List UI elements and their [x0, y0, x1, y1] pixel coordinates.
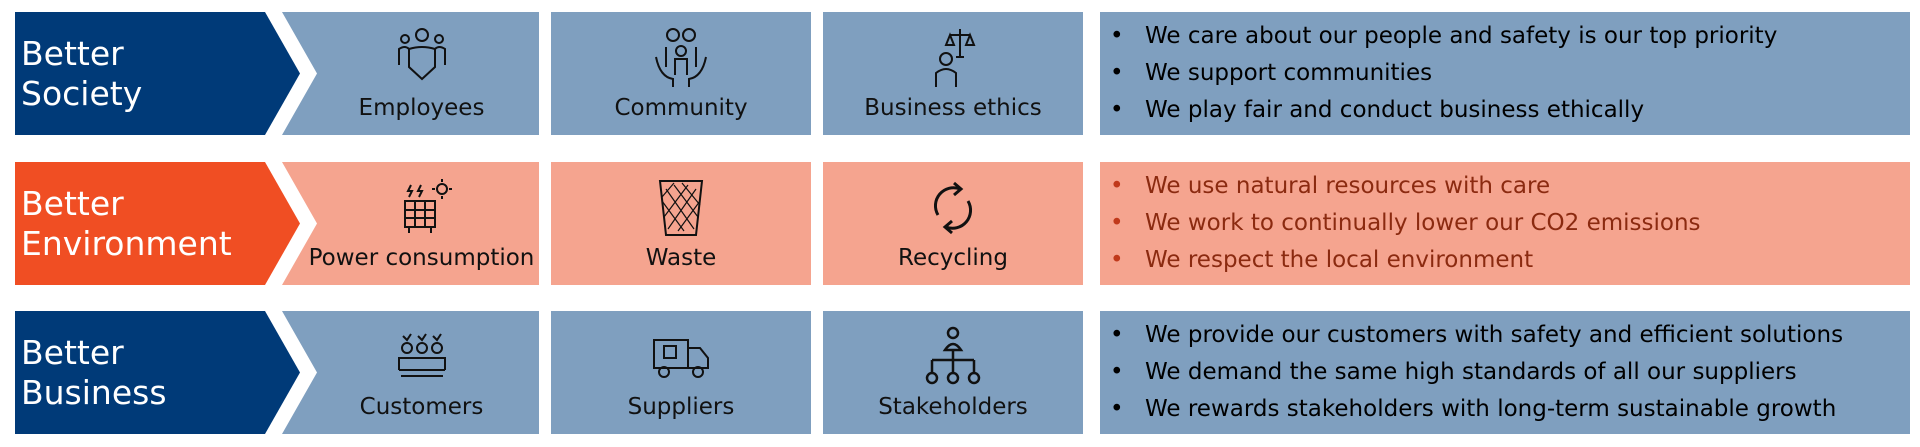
cell-business-ethics: Business ethics — [823, 12, 1083, 135]
title-line: Better — [21, 332, 124, 372]
title-line: Environment — [21, 223, 232, 263]
bullet-item: We demand the same high standards of all… — [1100, 354, 1910, 391]
cell-label: Stakeholders — [878, 394, 1028, 420]
bullet-item: We rewards stakeholders with long-term s… — [1100, 391, 1910, 428]
cell-waste: Waste — [551, 162, 811, 285]
cell-label: Waste — [645, 245, 717, 271]
title-line: Better — [21, 33, 124, 73]
community-icon — [655, 28, 707, 87]
cell-label: Community — [614, 95, 748, 121]
cell-suppliers: Suppliers — [551, 311, 811, 434]
employees-icon — [397, 28, 446, 81]
cell-employees: Employees — [282, 12, 539, 135]
title-line: Business — [21, 372, 167, 412]
cell-community: Community — [551, 12, 811, 135]
bullet-item: We support communities — [1100, 55, 1910, 92]
cell-label: Power consumption — [308, 245, 535, 271]
org-chart-icon — [925, 326, 981, 385]
cell-power-consumption: Power consumption — [282, 162, 539, 285]
cell-label: Employees — [358, 95, 485, 121]
cell-recycling: Recycling — [823, 162, 1083, 285]
cell-label: Suppliers — [627, 394, 735, 420]
bullet-item: We care about our people and safety is o… — [1100, 18, 1910, 55]
description-box: We use natural resources with care We wo… — [1100, 162, 1910, 285]
cell-label: Recycling — [898, 245, 1008, 271]
recycling-icon — [933, 181, 973, 235]
customers-icon — [397, 333, 446, 377]
cell-stakeholders: Stakeholders — [823, 311, 1083, 434]
bullet-item: We work to continually lower our CO2 emi… — [1100, 205, 1910, 242]
cell-label: Customers — [359, 394, 484, 420]
description-box: We provide our customers with safety and… — [1100, 311, 1910, 434]
business-ethics-icon — [935, 29, 976, 87]
cell-label: Business ethics — [864, 95, 1042, 121]
power-consumption-icon — [403, 179, 452, 233]
bullet-item: We respect the local environment — [1100, 242, 1910, 279]
waste-bin-icon — [658, 180, 704, 236]
bullet-item: We play fair and conduct business ethica… — [1100, 92, 1910, 129]
description-box: We care about our people and safety is o… — [1100, 12, 1910, 135]
delivery-truck-icon — [653, 339, 709, 378]
cell-customers: Customers — [282, 311, 539, 434]
bullet-item: We provide our customers with safety and… — [1100, 317, 1910, 354]
title-line: Better — [21, 183, 124, 223]
title-line: Society — [21, 73, 143, 113]
bullet-item: We use natural resources with care — [1100, 168, 1910, 205]
